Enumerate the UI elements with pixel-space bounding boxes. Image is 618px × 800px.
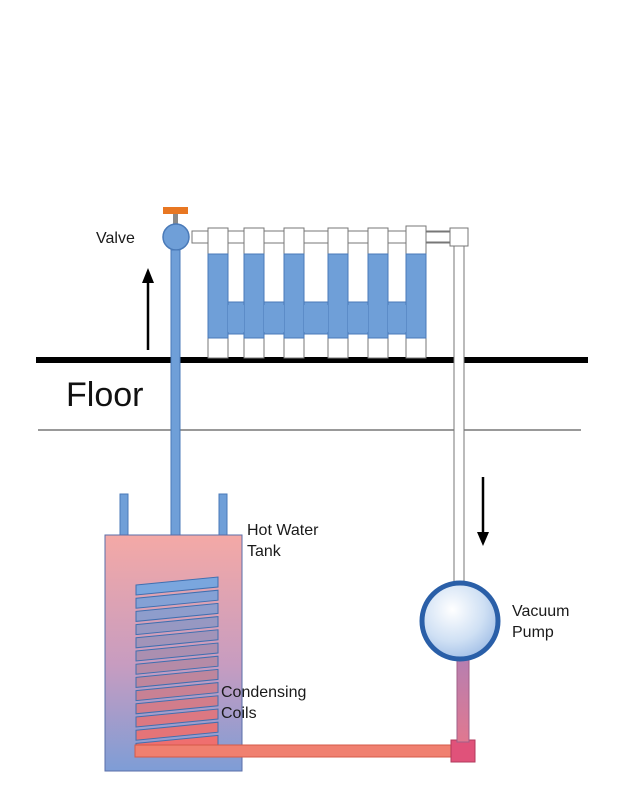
hot-water-tank-label-line1: Hot Water	[247, 522, 319, 539]
vacuum-pump-label-line2: Pump	[512, 624, 554, 641]
coil-turn	[135, 708, 219, 728]
tank-outlet-nozzle	[218, 493, 228, 537]
valve-label: Valve	[96, 230, 135, 247]
vacuum-pump-label-line1: Vacuum	[512, 603, 570, 620]
outlet-fitting	[449, 227, 469, 247]
coil-turn	[135, 616, 219, 636]
return-pipe-vertical	[453, 245, 465, 585]
up-arrow-icon	[142, 268, 154, 350]
vacuum-pump	[419, 580, 501, 662]
coil-turn	[135, 695, 219, 715]
radiator-outlet-pipe	[425, 231, 453, 243]
pump-outlet-fitting	[450, 739, 476, 763]
coil-turn	[135, 721, 219, 741]
coil-turn	[135, 629, 219, 649]
condensing-coils-label-line1: Condensing	[221, 684, 307, 701]
coil-turn	[135, 602, 219, 622]
hot-water-tank-label-line2: Tank	[247, 543, 281, 560]
condensing-coils	[135, 576, 219, 754]
valve-handle-icon	[163, 207, 188, 214]
radiator	[192, 225, 454, 359]
condensate-return-pipe	[134, 744, 458, 758]
tank-inlet-nozzle	[119, 493, 129, 537]
coil-turn	[135, 576, 219, 596]
pump-stem	[456, 659, 470, 743]
floor-line	[36, 357, 588, 363]
coil-turn	[135, 655, 219, 675]
steam-supply-pipe	[170, 249, 181, 576]
floor-label: Floor	[66, 376, 144, 414]
coil-turn	[135, 589, 219, 609]
radiator-fins	[207, 225, 427, 359]
coil-turn	[135, 642, 219, 662]
valve	[162, 207, 209, 251]
down-arrow-icon	[477, 477, 489, 546]
coil-turn	[135, 682, 219, 702]
coil-turn	[135, 668, 219, 688]
condensing-coils-label-line2: Coils	[221, 705, 257, 722]
